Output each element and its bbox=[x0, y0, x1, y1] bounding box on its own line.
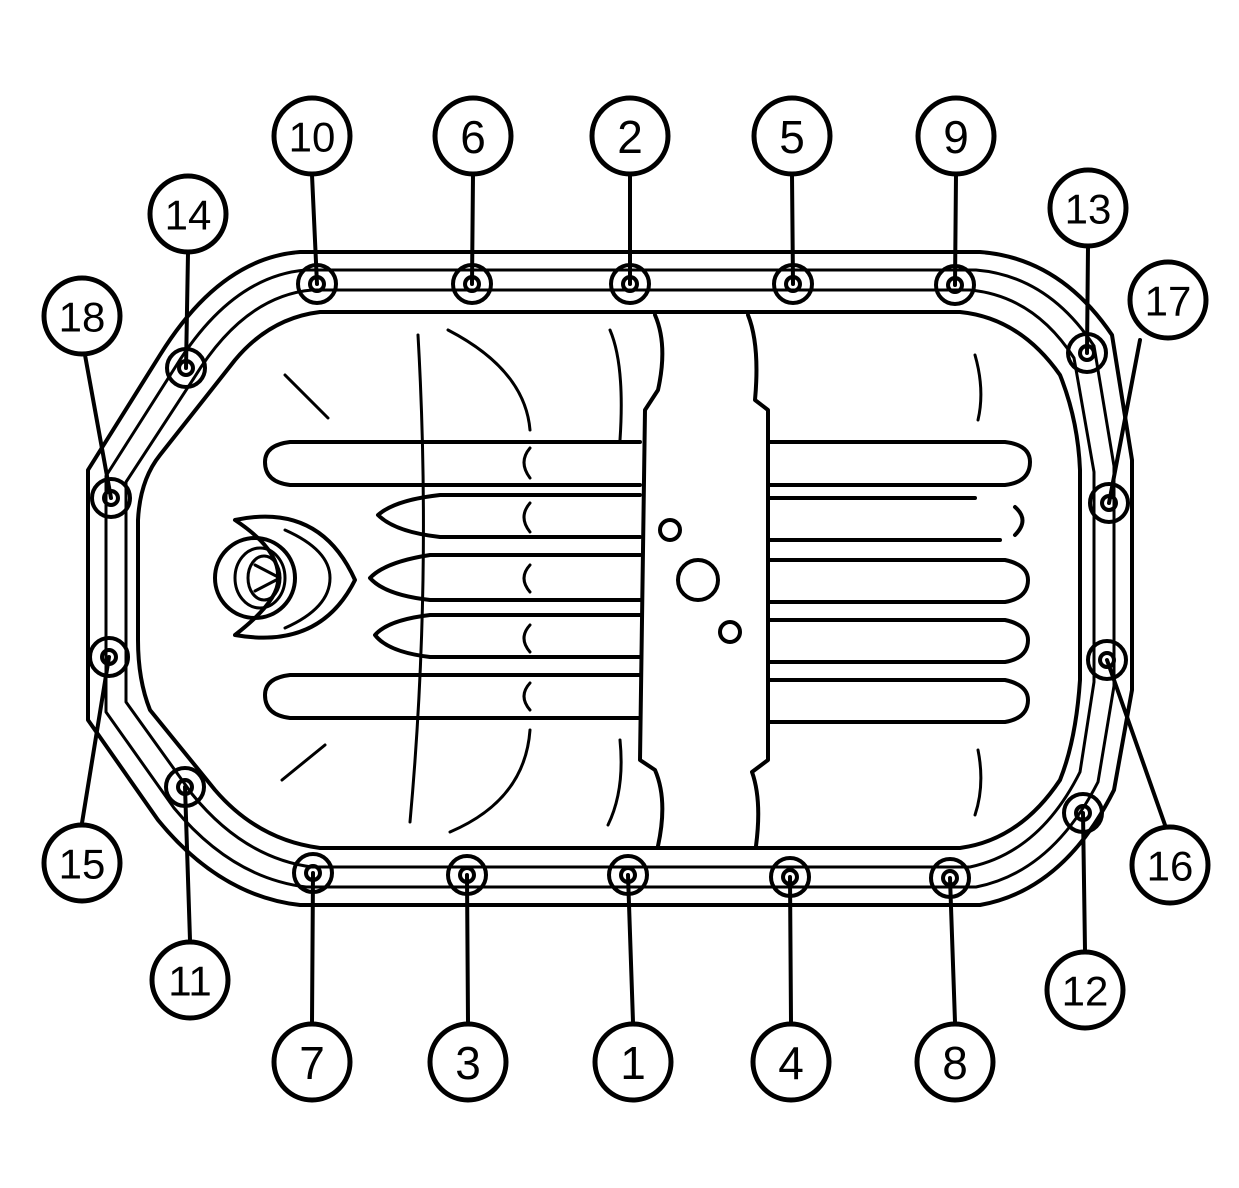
right-rib-5 bbox=[766, 678, 1030, 724]
right-rib-1 bbox=[766, 440, 1032, 487]
drain-plug-boss-inner bbox=[283, 528, 332, 630]
contour-rib-arcs bbox=[522, 446, 532, 712]
left-rib-5 bbox=[263, 673, 642, 720]
callout-label-5: 5 bbox=[779, 111, 805, 163]
callout-label-15: 15 bbox=[59, 841, 106, 888]
drain-plug-inner bbox=[246, 554, 282, 602]
callout-label-4: 4 bbox=[778, 1037, 804, 1089]
center-rib bbox=[638, 313, 770, 848]
callout-label-11: 11 bbox=[168, 958, 212, 1005]
drain-plug-outer bbox=[213, 536, 297, 620]
callout-label-8: 8 bbox=[942, 1037, 968, 1089]
contour-corner-marks bbox=[280, 373, 330, 782]
right-rib-4 bbox=[766, 618, 1030, 664]
contour-left-vertical bbox=[408, 333, 425, 824]
contour-left-arc bbox=[446, 328, 532, 834]
rib-hole-large bbox=[676, 558, 720, 602]
callout-label-13: 13 bbox=[1065, 186, 1112, 233]
contour-mid-vertical bbox=[606, 328, 623, 827]
left-rib-3 bbox=[368, 553, 642, 602]
flange-inner-outline bbox=[124, 288, 1096, 869]
right-rib-3 bbox=[766, 558, 1030, 604]
contour-right-vertical bbox=[973, 353, 983, 817]
left-rib-2 bbox=[376, 493, 642, 539]
bolt-bosses bbox=[88, 263, 1130, 899]
callout-circles bbox=[41, 95, 1211, 1103]
callout-label-6: 6 bbox=[460, 111, 486, 163]
drain-plug-hex bbox=[253, 563, 282, 593]
rib-hole-small-bottom bbox=[718, 620, 742, 644]
callout-label-14: 14 bbox=[165, 192, 212, 239]
callout-label-9: 9 bbox=[943, 111, 969, 163]
callout-label-1: 1 bbox=[620, 1037, 646, 1089]
callout-label-12: 12 bbox=[1062, 968, 1109, 1015]
pan-body-outline bbox=[136, 310, 1082, 850]
drain-plug-head bbox=[233, 546, 287, 610]
left-rib-4 bbox=[373, 613, 642, 659]
callout-label-10: 10 bbox=[289, 114, 336, 161]
callout-label-18: 18 bbox=[59, 294, 106, 341]
callout-label-17: 17 bbox=[1145, 278, 1192, 325]
flange-middle-outline bbox=[104, 268, 1116, 889]
left-rib-1 bbox=[263, 440, 642, 487]
callout-label-3: 3 bbox=[455, 1037, 481, 1089]
callout-label-2: 2 bbox=[617, 111, 643, 163]
rib-hole-small-top bbox=[658, 518, 682, 542]
right-rib-2 bbox=[766, 496, 1025, 542]
callout-label-7: 7 bbox=[299, 1037, 325, 1089]
callout-label-16: 16 bbox=[1147, 843, 1194, 890]
